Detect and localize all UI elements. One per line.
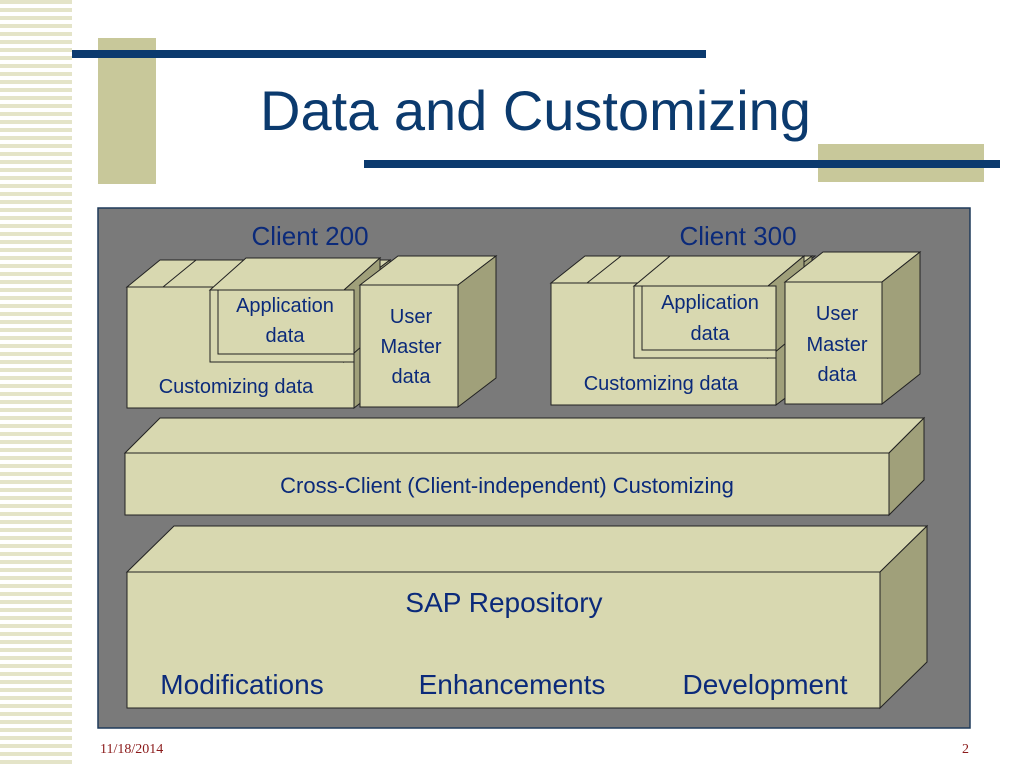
client-200-application-line1: Application xyxy=(236,295,334,317)
client-300-label: Client 300 xyxy=(679,221,796,251)
client-200-user-master-line3: data xyxy=(392,366,432,388)
sap-repository-title: SAP Repository xyxy=(405,587,602,618)
client-200-application-line2: data xyxy=(266,325,306,347)
cross-client-layer xyxy=(123,416,926,517)
page-number: 2 xyxy=(962,742,969,757)
client-300-customizing-label: Customizing data xyxy=(584,373,739,395)
client-300-user-master-line1: User xyxy=(816,303,859,325)
decorative-stripes xyxy=(0,0,72,768)
cross-client-label: Cross-Client (Client-independent) Custom… xyxy=(280,473,734,498)
repository-item-modifications: Modifications xyxy=(160,669,323,700)
client-200-application-box xyxy=(208,256,382,364)
deco-bar-top xyxy=(72,50,706,58)
client-200-customizing-label: Customizing data xyxy=(159,376,314,398)
client-200-user-master-line1: User xyxy=(390,306,433,328)
client-200-user-master-line2: Master xyxy=(380,336,441,358)
client-200-user-master-box xyxy=(358,254,498,409)
client-200-label: Client 200 xyxy=(251,221,368,251)
sap-repository-layer xyxy=(125,524,929,710)
repository-item-development: Development xyxy=(683,669,848,700)
client-300-application-line2: data xyxy=(691,323,731,345)
deco-bar-bottom xyxy=(364,160,1000,168)
footer-date: 11/18/2014 xyxy=(100,742,164,757)
client-300-user-master-box xyxy=(783,250,922,406)
client-300-user-master-line2: Master xyxy=(806,334,867,356)
deco-block-left xyxy=(98,38,156,184)
client-300-user-master-line3: data xyxy=(818,364,858,386)
repository-item-enhancements: Enhancements xyxy=(419,669,606,700)
client-300-application-line1: Application xyxy=(661,292,759,314)
slide-title: Data and Customizing xyxy=(260,79,811,142)
